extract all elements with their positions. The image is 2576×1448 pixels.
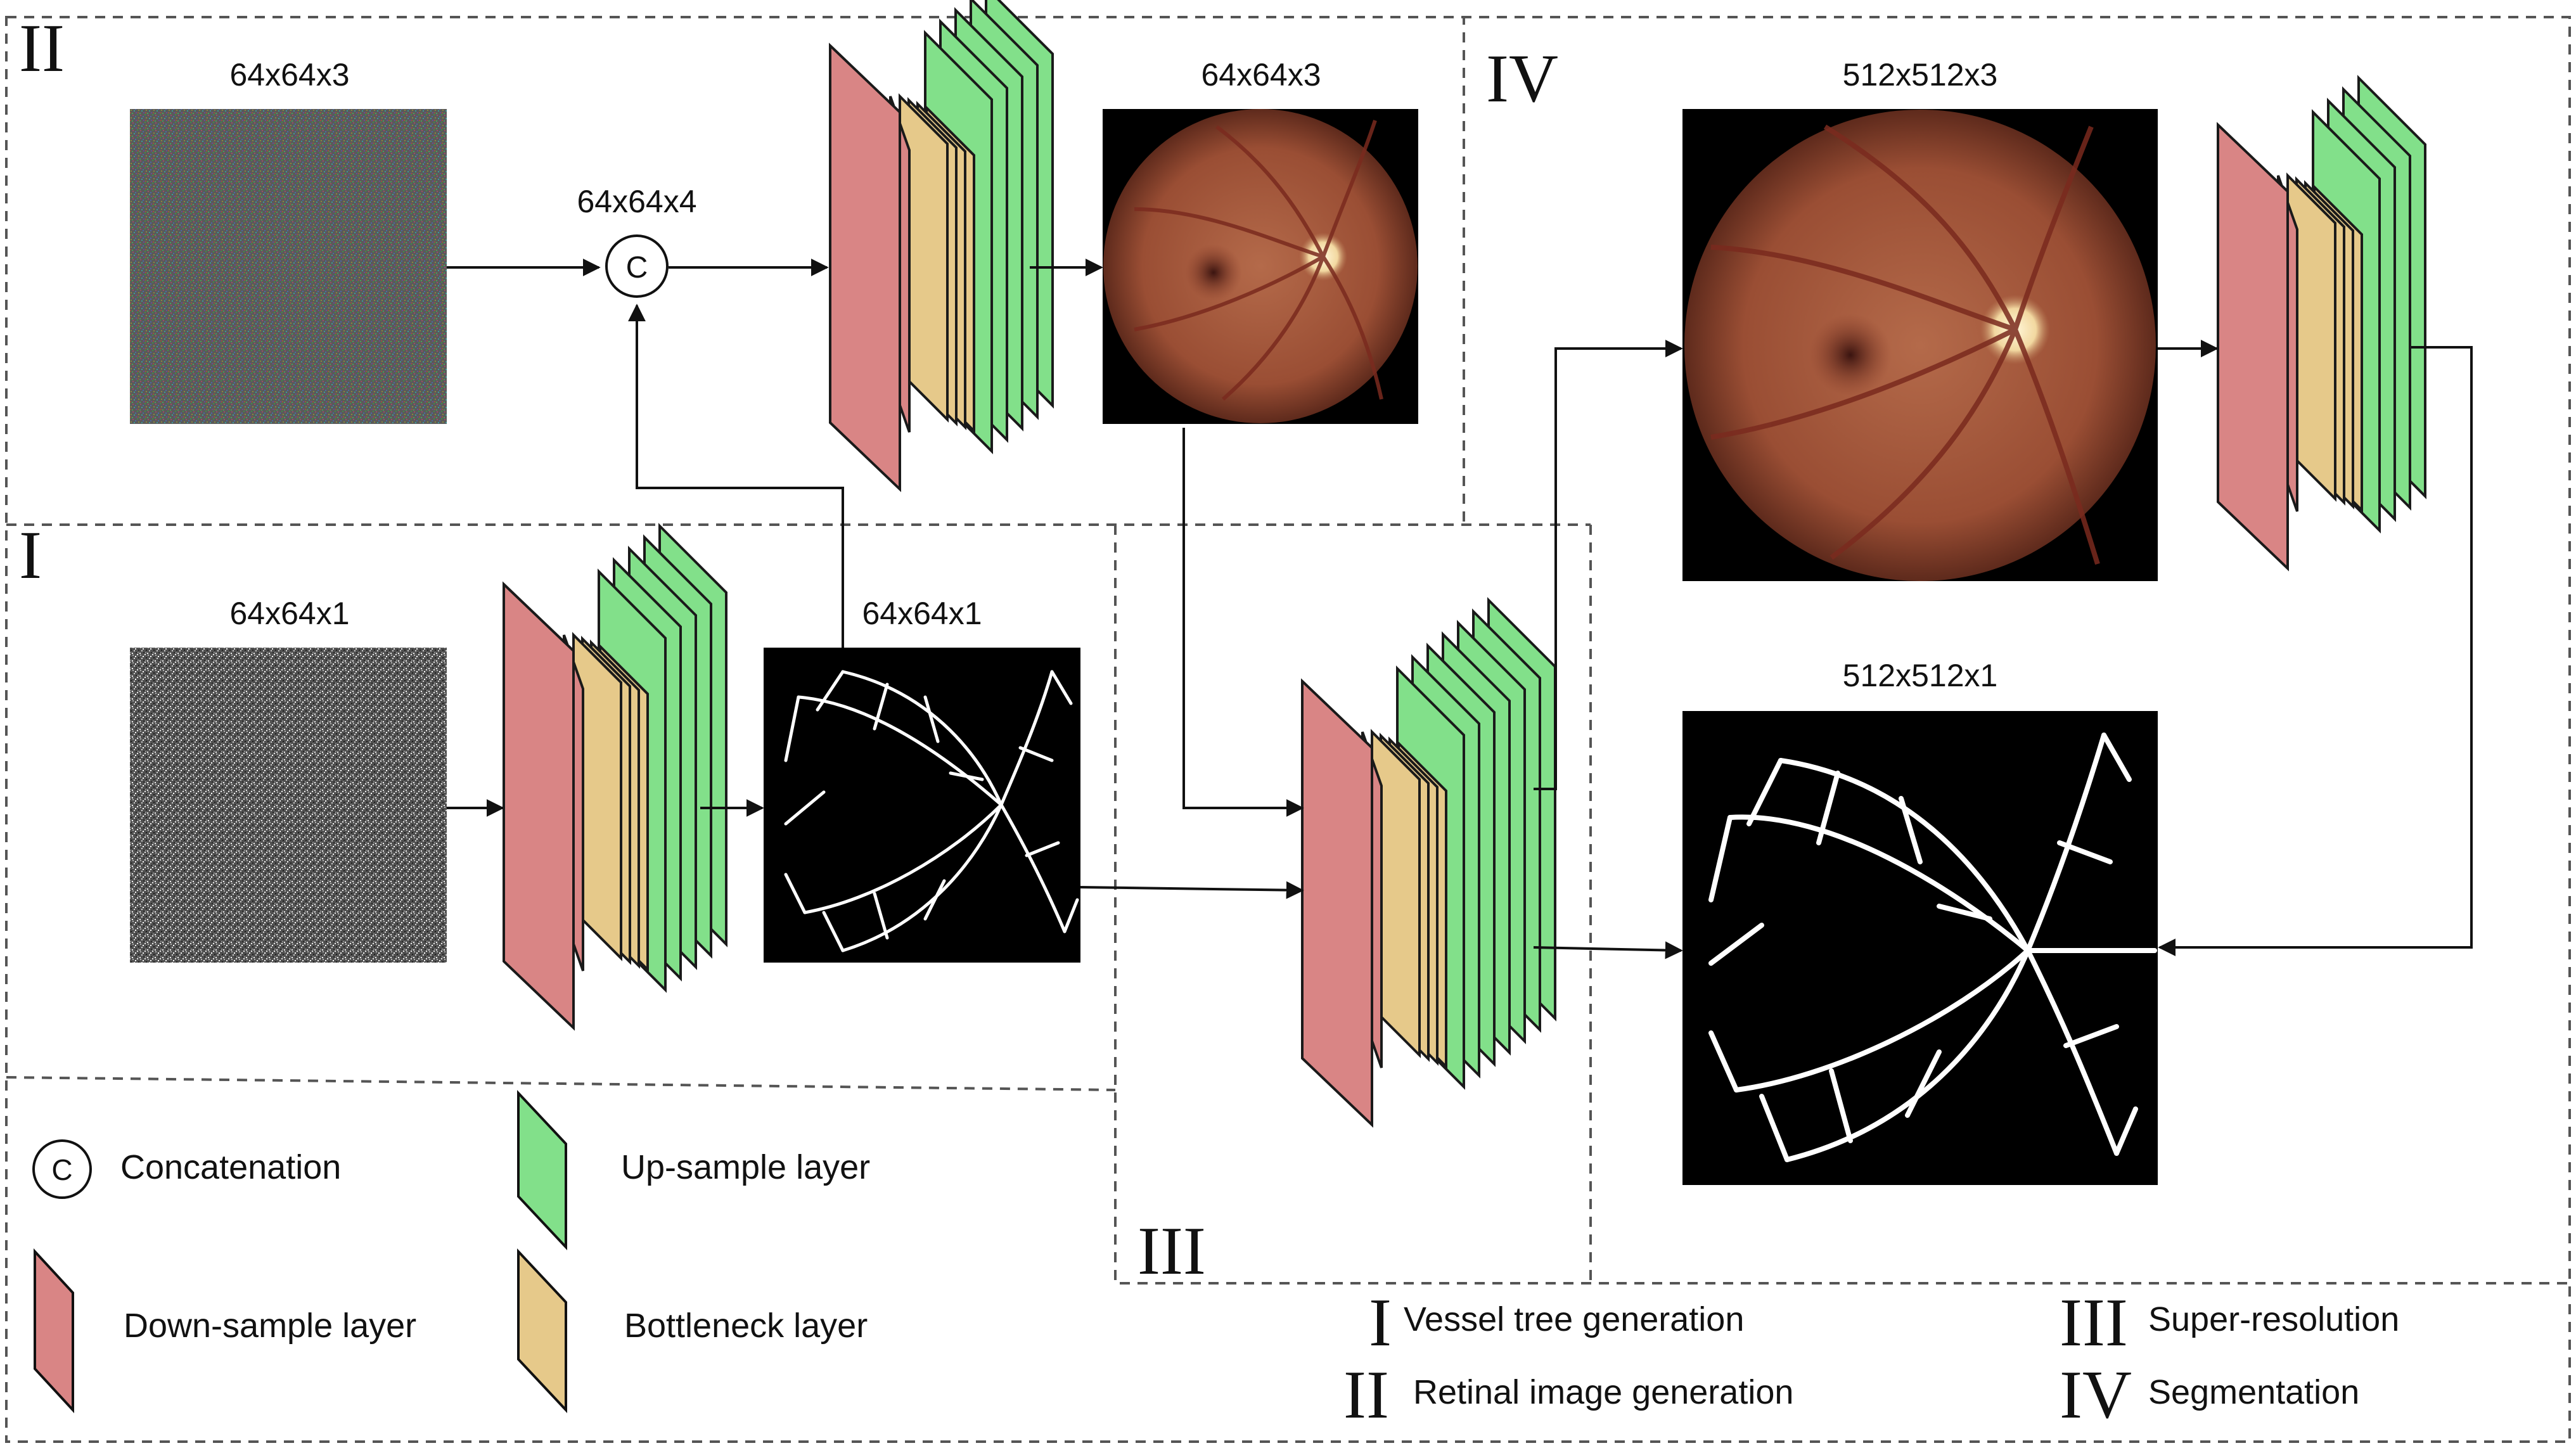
section-III-numeral: III: [1137, 1214, 1206, 1289]
section-II-border: [6, 16, 1465, 525]
retina-generator-network: [829, 0, 1054, 492]
arrow-superres-to-vessel-large: [1533, 941, 1683, 959]
section-key: I Vessel tree generation II Retinal imag…: [1343, 1285, 2399, 1433]
vessel-generator-network: [503, 523, 727, 1031]
downsample-layer: [503, 581, 575, 1031]
legend-downsample-text: Down-sample layer: [124, 1307, 416, 1345]
key-text-segmentation: Segmentation: [2148, 1373, 2359, 1411]
downsample-layer: [1301, 678, 1373, 1128]
concat-symbol: C: [626, 251, 648, 285]
section-IV-numeral: IV: [1486, 41, 1558, 117]
key-text-retinal-image: Retinal image generation: [1413, 1373, 1793, 1411]
legend-concat-icon: C: [32, 1139, 92, 1199]
vessel-small-image: [764, 648, 1080, 963]
vessel-large-image: [1682, 711, 2158, 1185]
section-I-numeral: I: [19, 518, 42, 593]
key-numeral-III: III: [2060, 1285, 2128, 1361]
vessel-large-label: 512x512x1: [1843, 658, 1998, 693]
bottleneck-layer-icon: [517, 1248, 567, 1414]
section-borders: [5, 16, 2571, 1443]
key-numeral-IV: IV: [2060, 1357, 2132, 1433]
noise-rgb-image: [130, 109, 447, 424]
concat-output-label: 64x64x4: [577, 184, 696, 219]
key-text-vessel-tree: Vessel tree generation: [1404, 1300, 1744, 1338]
section-III-border: [1114, 525, 2570, 1285]
legend-bottleneck-text: Bottleneck layer: [624, 1307, 868, 1345]
legend: C Concatenation Down-sample layer Up-sam…: [32, 1089, 870, 1414]
section-I-bottom-border: [6, 1076, 1116, 1091]
legend-upsample-text: Up-sample layer: [621, 1148, 870, 1186]
downsample-layer-icon: [34, 1248, 74, 1414]
arrow-superres-to-retina-large: [1534, 340, 1683, 790]
arrow-retina-to-superres: [1182, 428, 1304, 817]
arrow-segmentation-to-vessel-large: [2158, 346, 2473, 956]
retina-small-label: 64x64x3: [1201, 57, 1321, 93]
noise-gray-label: 64x64x1: [229, 596, 349, 631]
arrow-vessel-to-superres: [1080, 881, 1304, 899]
downsample-layer: [2217, 122, 2289, 572]
section-II-numeral: II: [19, 11, 65, 86]
super-resolution-network: [1301, 597, 1556, 1128]
key-numeral-I: I: [1369, 1285, 1392, 1361]
concat-circle-icon: C: [605, 234, 669, 298]
noise-rgb-label: 64x64x3: [229, 57, 349, 93]
connectors: [447, 259, 2473, 959]
key-numeral-II: II: [1343, 1357, 1389, 1433]
segmentation-network: [2217, 75, 2426, 572]
noise-gray-image: [130, 648, 447, 963]
arrow-vessel-to-concat: [628, 304, 844, 648]
upsample-layer-icon: [517, 1089, 567, 1251]
key-text-super-resolution: Super-resolution: [2148, 1300, 2399, 1338]
legend-concatenation-text: Concatenation: [120, 1148, 341, 1186]
legend-concat-symbol: C: [51, 1153, 72, 1186]
downsample-layer: [829, 42, 901, 492]
vessel-small-label: 64x64x1: [862, 596, 982, 631]
retina-large-image: [1682, 109, 2158, 581]
retina-large-label: 512x512x3: [1843, 57, 1998, 93]
retina-small-image: [1103, 109, 1418, 424]
